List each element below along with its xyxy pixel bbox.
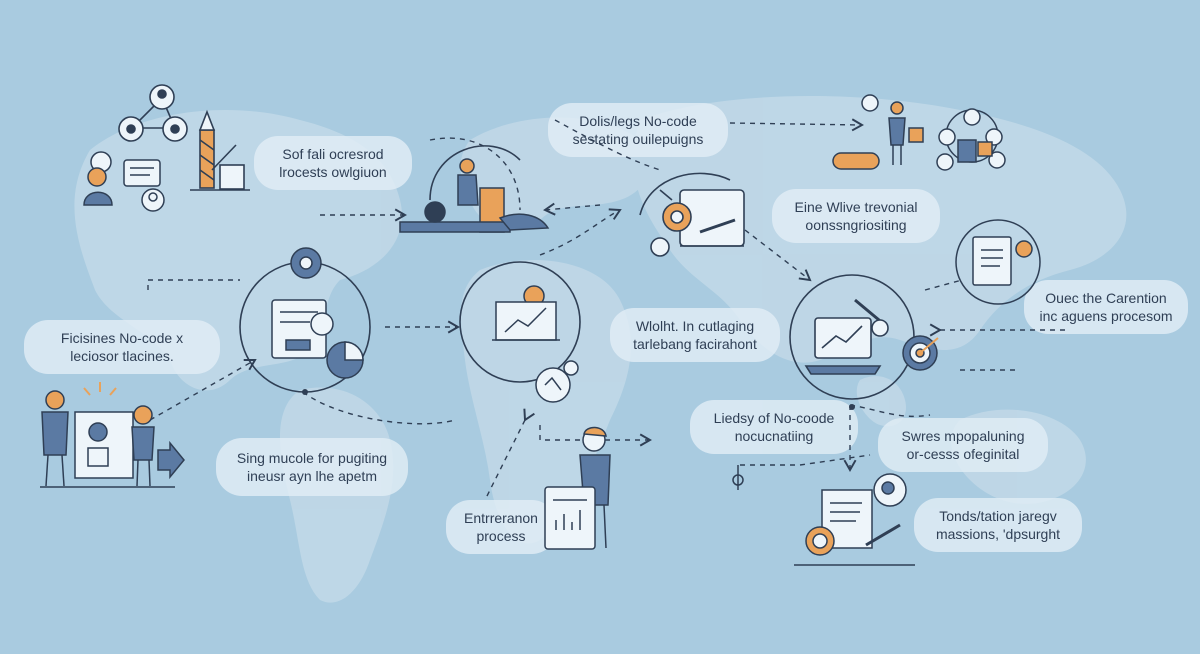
network-nodes-icon — [118, 84, 188, 142]
crane-tower-icon — [190, 109, 250, 191]
document-gear-icon — [271, 247, 364, 379]
laptop-chart-icon — [804, 298, 889, 375]
people-chat-icon — [83, 151, 165, 212]
worker-tablet-icon — [544, 426, 611, 550]
label-pills — [24, 103, 1188, 554]
cloud-lock-icon — [936, 108, 1006, 171]
worker-machine-icon — [399, 158, 550, 233]
person-gears-icon — [832, 94, 924, 170]
target-gear-icon — [902, 335, 939, 371]
connector-arrows — [147, 118, 1070, 501]
tablet-tools-icon — [650, 189, 745, 257]
chart-presentation-icon — [492, 285, 579, 403]
document-gear-right-icon — [955, 219, 1041, 305]
team-board-icon — [40, 382, 185, 488]
document-user-icon — [732, 465, 915, 566]
